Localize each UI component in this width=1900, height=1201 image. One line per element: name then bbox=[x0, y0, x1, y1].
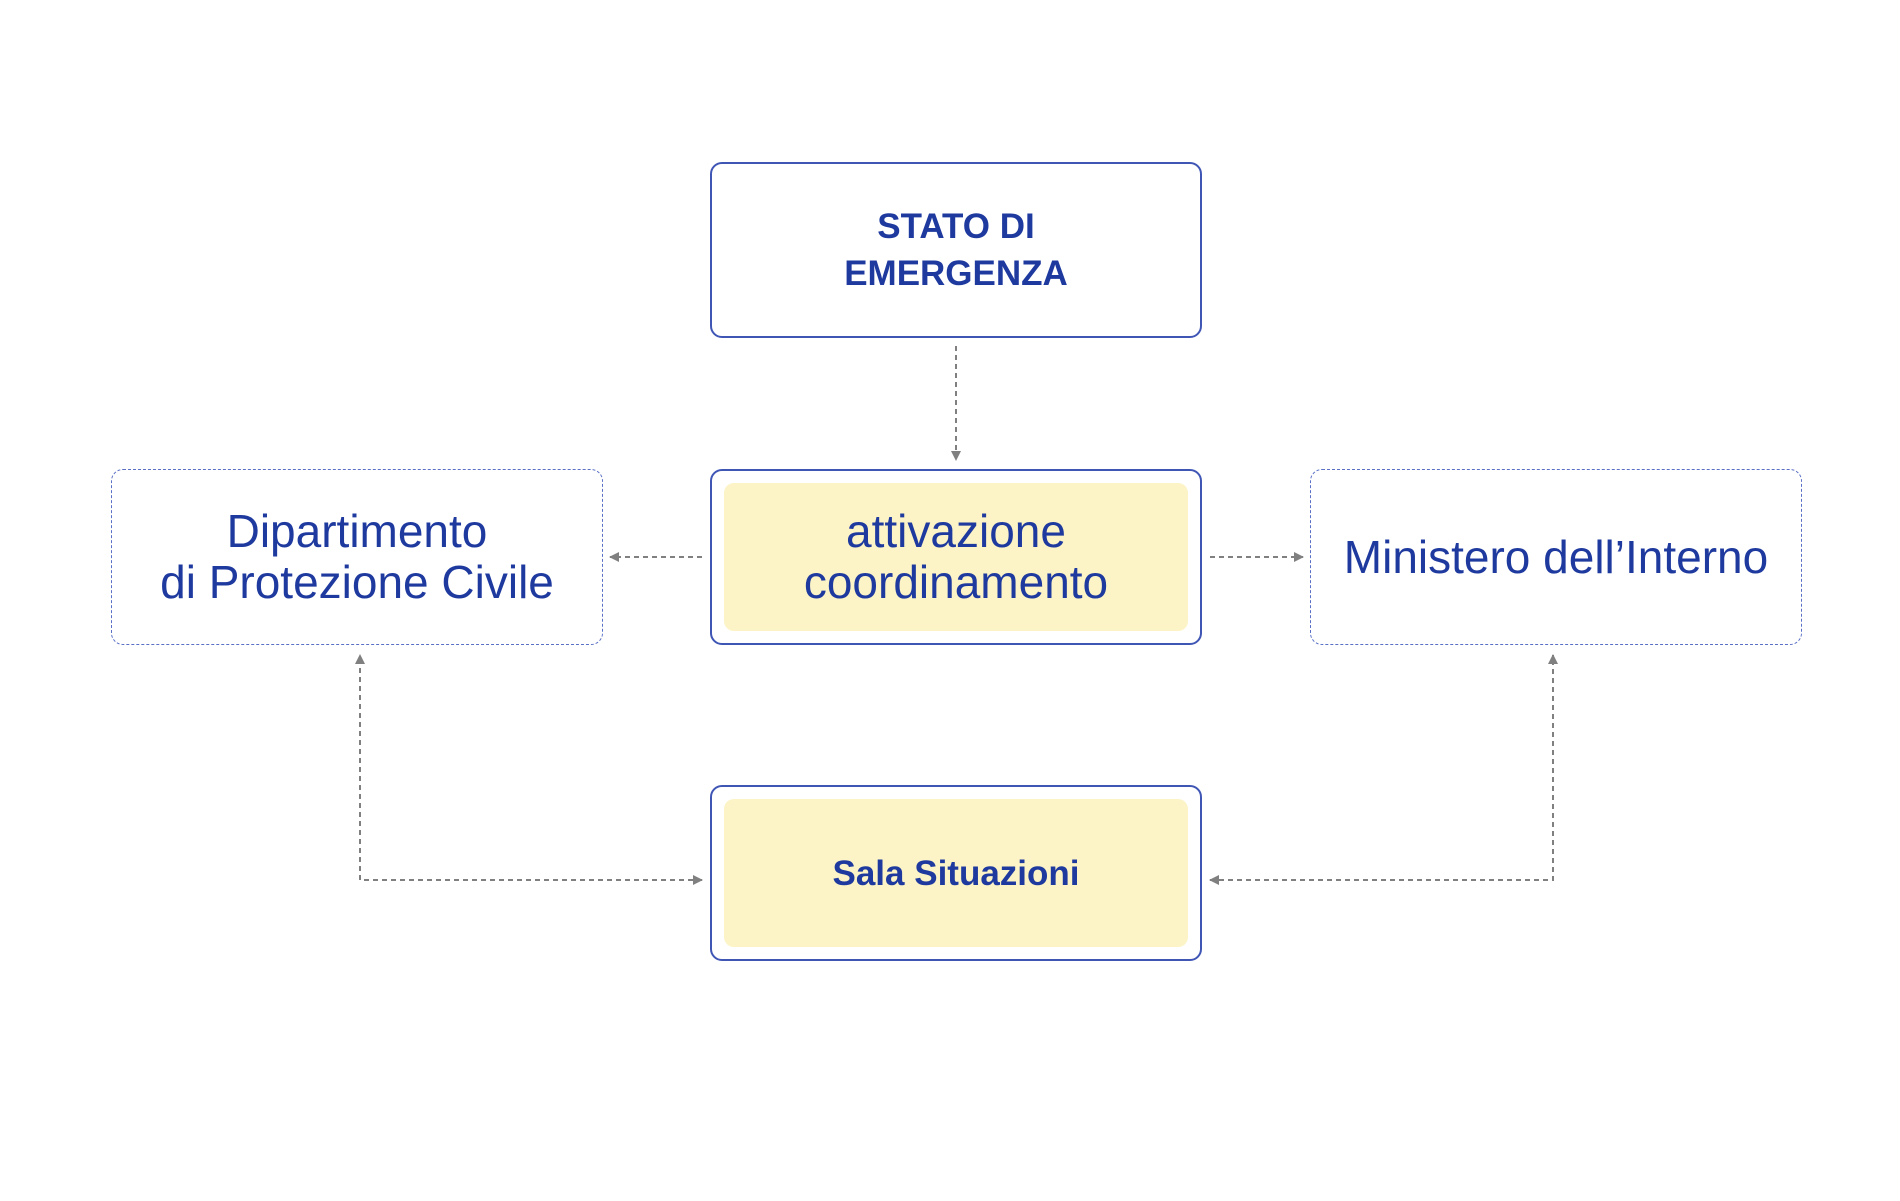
attivazione-coordinamento-highlight: attivazione coordinamento bbox=[724, 483, 1188, 631]
edge-sala-dipartimento bbox=[355, 654, 703, 885]
stato-di-emergenza-label: STATO DI EMERGENZA bbox=[844, 207, 1068, 293]
ministero-interno-box: Ministero dell’Interno bbox=[1310, 469, 1802, 645]
edge-sala-ministero bbox=[1209, 654, 1558, 885]
dipartimento-protezione-civile-box: Dipartimento di Protezione Civile bbox=[111, 469, 603, 645]
sala-situazioni-label: Sala Situazioni bbox=[832, 853, 1080, 893]
stato-di-emergenza-box: STATO DI EMERGENZA bbox=[710, 162, 1202, 338]
sala-situazioni-highlight: Sala Situazioni bbox=[724, 799, 1188, 947]
sala-situazioni-box: Sala Situazioni bbox=[710, 785, 1202, 961]
ministero-interno-label: Ministero dell’Interno bbox=[1343, 530, 1769, 583]
dipartimento-protezione-civile-label: Dipartimento di Protezione Civile bbox=[160, 505, 554, 608]
attivazione-coordinamento-box: attivazione coordinamento bbox=[710, 469, 1202, 645]
attivazione-coordinamento-label: attivazione coordinamento bbox=[803, 505, 1109, 608]
